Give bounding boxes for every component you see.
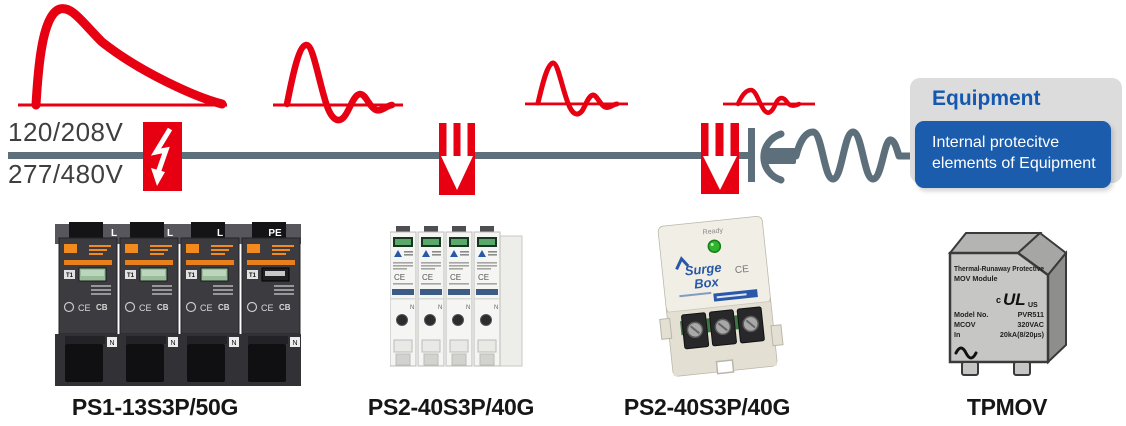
terminal-label-l1: L (111, 228, 117, 239)
product-image-ps1: L L L PE T1 CE CB (55, 222, 305, 395)
ps1-module-4: T1 CE CB (241, 237, 301, 335)
svg-text:CE: CE (478, 273, 489, 282)
ready-label: Ready (702, 227, 723, 236)
cb-mark: CB (96, 303, 108, 312)
surge-waveform-3 (525, 60, 628, 117)
svg-text:Box: Box (693, 274, 720, 292)
svg-text:N: N (231, 340, 236, 347)
ps2-module-1: CE N (389, 226, 417, 367)
plug-and-cord-icon (748, 128, 921, 184)
equipment-title: Equipment (932, 87, 1041, 110)
svg-text:CB: CB (157, 303, 169, 312)
svg-text:CE: CE (200, 303, 213, 313)
tpmov-spec-right: PVR511 320VAC 20kA(8/20µs) (1000, 310, 1045, 339)
product-image-tpmov: Thermal-Runaway Protective MOV Module c … (940, 225, 1080, 385)
svg-text:US: US (1028, 302, 1038, 309)
svg-text:N: N (292, 340, 297, 347)
equipment-note-line2: elements of Equipment (932, 155, 1096, 172)
svg-text:MCOV: MCOV (954, 320, 976, 329)
surge-waveform-2 (273, 41, 403, 124)
power-line-diagram (8, 4, 921, 195)
lightning-strike-icon (143, 122, 182, 191)
product-label-ps1: PS1-13S3P/50G (71, 394, 239, 420)
ps1-terminal-row: N N N N (55, 334, 301, 386)
product-label-tpmov: TPMOV (966, 394, 1048, 420)
ps1-module-3: T1 CE CB (180, 237, 240, 335)
ce-mark: CE (78, 303, 91, 313)
tpmov-title-line1: Thermal-Runaway Protective (954, 264, 1044, 273)
surge-divert-arrow-2-icon (701, 123, 739, 194)
ps2-module-4: CE N (473, 226, 501, 367)
svg-text:T1: T1 (188, 273, 196, 279)
terminal-label-l3: L (217, 228, 223, 239)
product-label-ps2-din: PS2-40S3P/40G (367, 394, 535, 420)
svg-text:Model No.: Model No. (954, 310, 988, 319)
svg-text:320VAC: 320VAC (1017, 320, 1044, 329)
tpmov-title-line2: MOV Module (954, 274, 998, 283)
ps1-module-1: T1 CE CB (58, 237, 118, 335)
svg-text:UL: UL (1003, 290, 1026, 309)
ps1-illustration: L L L PE T1 CE CB (55, 222, 301, 386)
brand-logo-swoosh (954, 346, 978, 360)
neutral-label: N (410, 305, 414, 311)
svg-text:T1: T1 (249, 273, 257, 279)
ps2-module-2: CE N (417, 226, 445, 367)
tpmov-spec-left: Model No. MCOV In (954, 310, 988, 339)
ps1-module-2: T1 CE CB (119, 237, 179, 335)
svg-text:c: c (996, 295, 1001, 305)
equipment-note: Internal protecitve elements of Equipmen… (915, 121, 1111, 188)
svg-text:CB: CB (279, 303, 291, 312)
product-image-ps2-din: CE N CE N (389, 226, 526, 391)
product-label-surgebox: PS2-40S3P/40G (623, 394, 791, 420)
t1-mark: T1 (66, 273, 74, 279)
surge-divert-arrow-1-icon (439, 123, 475, 195)
product-image-surgebox: Ready Surge Box CE (650, 205, 790, 395)
ce-mark: CE (734, 264, 749, 276)
surge-waveform-1 (18, 4, 227, 110)
svg-text:N: N (494, 305, 498, 311)
surgebox-illustration: Ready Surge Box CE (657, 215, 784, 377)
svg-text:CE: CE (139, 303, 152, 313)
voltage-label-top: 120/208V (8, 117, 124, 147)
ps2-module-3: CE N (445, 226, 473, 367)
terminal-label-pe: PE (268, 228, 282, 239)
terminal-label-l2: L (167, 228, 173, 239)
surgebox-logo: Surge Box (675, 256, 722, 298)
svg-text:CE: CE (422, 273, 433, 282)
voltage-label-bottom: 277/480V (8, 159, 124, 189)
svg-text:N: N (170, 340, 175, 347)
ps2-din-illustration: CE N CE N (389, 226, 523, 367)
svg-text:N: N (438, 305, 442, 311)
equipment-note-line1: Internal protecitve (932, 134, 1060, 151)
svg-text:CB: CB (218, 303, 230, 312)
tpmov-illustration: Thermal-Runaway Protective MOV Module c … (947, 231, 1068, 376)
ce-mark: CE (394, 273, 405, 282)
svg-text:CE: CE (261, 303, 274, 313)
surge-waveform-4 (723, 87, 815, 115)
ul-mark: c UL US (996, 290, 1038, 309)
svg-text:N: N (466, 305, 470, 311)
svg-text:CE: CE (450, 273, 461, 282)
power-line (8, 152, 753, 159)
terminal-blocks (681, 306, 765, 350)
svg-text:In: In (954, 330, 960, 339)
svg-text:T1: T1 (127, 273, 135, 279)
svg-text:20kA(8/20µs): 20kA(8/20µs) (1000, 330, 1045, 339)
svg-text:PVR511: PVR511 (1018, 310, 1044, 319)
svg-text:Surge: Surge (684, 260, 722, 279)
ready-led (707, 239, 722, 254)
neutral-label: N (109, 340, 114, 347)
